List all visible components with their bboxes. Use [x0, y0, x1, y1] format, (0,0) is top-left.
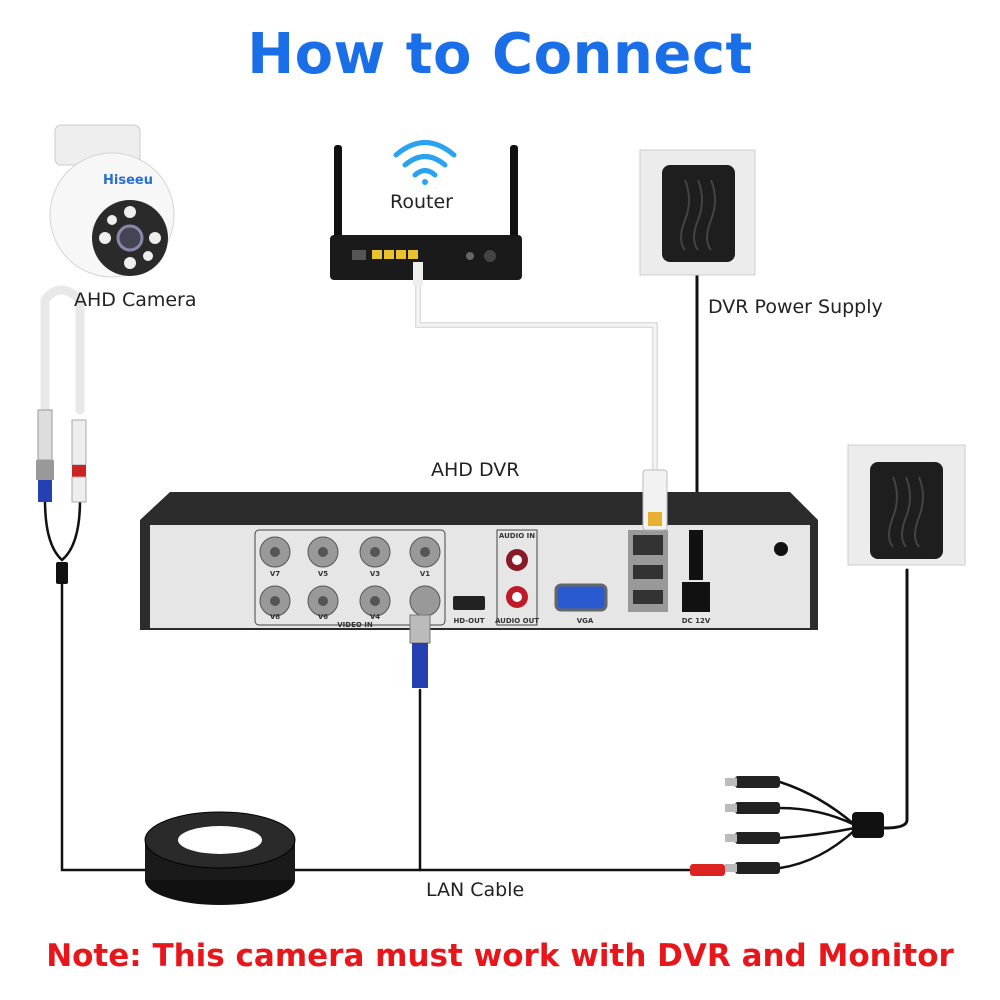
router-label: Router — [390, 191, 453, 213]
audio-out-label: AUDIO OUT — [495, 617, 539, 625]
port-label-v8: V8 — [270, 613, 280, 621]
router — [330, 145, 522, 286]
dvr-label: AHD DVR — [431, 459, 520, 481]
cables — [40, 260, 909, 872]
cable-label: LAN Cable — [426, 879, 525, 901]
dc-splitter-plugs — [690, 776, 780, 876]
ahd-camera: Hiseeu — [49, 124, 175, 278]
monitor-power-cable — [883, 568, 909, 830]
monitor-power-adapter — [847, 444, 966, 838]
router-ethernet-cable — [415, 282, 658, 473]
dc-12v-label: DC 12V — [682, 617, 711, 625]
power-supply-label: DVR Power Supply — [708, 296, 883, 318]
camera-label: AHD Camera — [74, 289, 197, 311]
rj45-plug — [642, 469, 668, 531]
port-label-v3: V3 — [370, 570, 380, 578]
cable-coil — [144, 811, 296, 905]
camera-video-cable — [60, 578, 422, 872]
port-label-v5: V5 — [318, 570, 328, 578]
hd-out-label: HD-OUT — [453, 617, 484, 625]
dvr-power-adapter — [639, 149, 756, 276]
port-label-v6: V6 — [318, 613, 328, 621]
wifi-icon — [393, 140, 457, 185]
page-title: How to Connect — [247, 22, 753, 87]
audio-in-label: AUDIO IN — [499, 532, 535, 540]
port-label-v1: V1 — [420, 570, 430, 578]
port-label-v4: V4 — [370, 613, 380, 621]
dc-plug — [689, 530, 703, 580]
bnc-plug — [409, 614, 431, 688]
vga-label: VGA — [577, 617, 594, 625]
ahd-dvr: V7 V5 V3 V1 V8 V6 V4 VIDEO IN HD-OUT AUD… — [140, 492, 818, 630]
camera-connectors — [36, 409, 87, 584]
port-label-v7: V7 — [270, 570, 280, 578]
camera-brand-logo: Hiseeu — [103, 173, 153, 188]
compatibility-note: Note: This camera must work with DVR and… — [46, 938, 954, 974]
video-in-label: VIDEO IN — [337, 621, 373, 629]
